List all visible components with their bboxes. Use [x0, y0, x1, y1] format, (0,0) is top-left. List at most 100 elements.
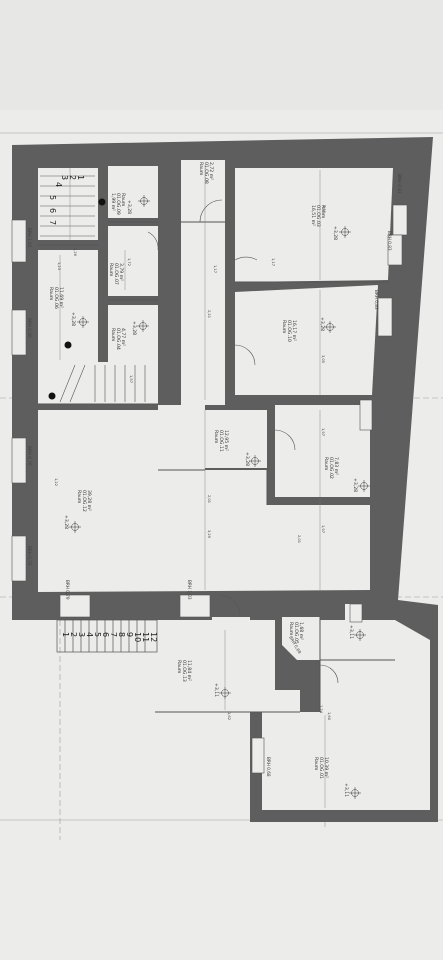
svg-text:11,69 m²: 11,69 m² [58, 287, 64, 308]
room-01og02-level: +3,28 [352, 478, 358, 492]
floor-01og08 [181, 160, 225, 222]
svg-text:01.OG.13: 01.OG.13 [181, 660, 187, 682]
door-swings [147, 199, 339, 684]
brh-label: BRH 1,03 [187, 580, 192, 600]
svg-text:11: 11 [141, 632, 150, 642]
floor-01og09 [108, 166, 158, 218]
svg-text:Raum: Raum [323, 457, 329, 471]
svg-text:01.OG.01: 01.OG.01 [318, 757, 324, 779]
svg-text:01.OG.07: 01.OG.07 [113, 263, 119, 285]
room-01og08-label: 2,72 m² 01.OG.08 Raum [198, 162, 214, 184]
svg-text:1: 1 [61, 632, 70, 637]
svg-text:Raum: Raum [120, 193, 126, 207]
room-01og12-level: +3,28 [63, 515, 69, 529]
level-markers [69, 195, 370, 799]
dimension-labels: 1,26 1,23 3,06 1,17 1,17 2,21 1,72 1,57 … [54, 205, 331, 721]
svg-text:01.OG.08: 01.OG.08 [203, 162, 209, 184]
stair-treads-upper [40, 175, 95, 237]
svg-text:11,84 m²: 11,84 m² [186, 660, 192, 681]
windows [11, 204, 408, 774]
svg-text:3,06: 3,06 [322, 205, 326, 214]
svg-text:4: 4 [85, 632, 94, 637]
svg-text:1,62: 1,62 [227, 712, 231, 720]
svg-text:1,23: 1,23 [57, 262, 61, 270]
floor-01og07 [108, 226, 158, 296]
exterior-stair [56, 619, 158, 653]
svg-text:1,60: 1,60 [327, 712, 331, 721]
svg-text:1,72: 1,72 [127, 258, 131, 266]
room-01og09-level: +3,28 [126, 200, 132, 214]
room-01og09-label: Raum 01.OG.09 1,99 m² [110, 193, 126, 215]
svg-text:01.OG.11: 01.OG.11 [218, 430, 224, 452]
svg-text:01.OG.04: 01.OG.04 [115, 328, 121, 350]
svg-text:Raum: Raum [281, 320, 287, 334]
floor-corridor-lower [158, 405, 205, 470]
svg-text:01.OG.12: 01.OG.12 [81, 490, 87, 512]
brh-label: BRH 0,83 [374, 290, 379, 310]
svg-text:16,51 m²: 16,51 m² [310, 205, 316, 226]
room-01og13-level: +3,11 [213, 683, 219, 697]
svg-text:12,95 m²: 12,95 m² [223, 430, 229, 451]
svg-text:Raum: Raum [110, 328, 116, 342]
brh-label: BRH 0,68 [266, 757, 271, 777]
svg-text:4: 4 [54, 182, 63, 187]
room-01og01-level: +3,11 [343, 783, 349, 797]
room-01og05-level: +3,11 [348, 625, 354, 639]
svg-text:2,01: 2,01 [297, 535, 301, 543]
svg-text:2,01: 2,01 [207, 495, 211, 503]
room-01og13-label: 11,84 m² 01.OG.13 Raum [176, 660, 192, 682]
stair-numbers-lower: 12 11 10 9 8 7 6 5 4 3 2 1 [61, 632, 158, 642]
svg-text:2,72 m²: 2,72 m² [208, 162, 214, 180]
svg-text:2: 2 [68, 175, 77, 180]
svg-text:Raum: Raum [108, 263, 114, 277]
room-01og04-level: +3,28 [131, 321, 137, 335]
svg-text:01.OG.05: 01.OG.05 [293, 622, 299, 644]
svg-text:Raum: Raum [176, 660, 182, 674]
brh-label: BRH 0,76 [27, 546, 32, 566]
svg-text:1,17: 1,17 [271, 258, 275, 266]
marker-dot [98, 198, 106, 206]
svg-text:10: 10 [133, 632, 142, 642]
partition-lines [38, 221, 395, 713]
stair-numbers-upper: 1 2 3 4 5 6 7 [48, 175, 85, 225]
room-01og03-label: Raum 01.OG.03 16,51 m² [310, 205, 326, 227]
room-01og10-label: 16,17 m² 01.OG.10 Raum [281, 320, 297, 342]
room-01og03-level: +3,28 [332, 226, 338, 240]
svg-text:3,79 m²: 3,79 m² [118, 263, 124, 281]
svg-text:3: 3 [60, 175, 69, 180]
svg-text:2: 2 [69, 632, 78, 637]
svg-text:6: 6 [101, 632, 110, 637]
svg-text:8: 8 [117, 632, 126, 637]
svg-text:5: 5 [93, 632, 102, 637]
room-01og02-label: 7,83 m² 01.OG.02 Raum [323, 457, 339, 479]
room-01og06-label: 11,69 m² 01.OG.06 Raum [48, 287, 64, 309]
svg-text:1,22: 1,22 [54, 478, 58, 486]
svg-text:10,39 m²: 10,39 m² [323, 757, 329, 778]
room-01og01-label: 10,39 m² 01.OG.01 Raum [313, 757, 329, 779]
svg-text:01.OG.06: 01.OG.06 [53, 287, 59, 309]
svg-text:12: 12 [149, 632, 158, 642]
floor-stair-upper [38, 168, 98, 240]
svg-text:01.OG.10: 01.OG.10 [286, 320, 292, 342]
svg-text:4,77 m²: 4,77 m² [120, 328, 126, 346]
svg-text:5: 5 [48, 195, 57, 200]
svg-text:Raum: Raum [213, 430, 219, 444]
svg-text:1,97: 1,97 [321, 428, 325, 436]
svg-text:1,24: 1,24 [319, 705, 323, 714]
floor-01og02 [275, 405, 370, 497]
svg-text:6: 6 [48, 208, 57, 213]
room-labels: Raum 01.OG.09 1,99 m² +3,28 2,72 m² 01.O… [48, 162, 358, 797]
dimension-lines [59, 165, 326, 808]
svg-text:1,99 m²: 1,99 m² [110, 193, 116, 211]
svg-text:Raum: Raum [288, 622, 294, 636]
floor-01og04 [108, 305, 158, 370]
room-01og10-level: +3,28 [319, 317, 325, 331]
svg-text:1,17: 1,17 [213, 265, 217, 273]
marker-dot [48, 392, 56, 400]
svg-text:01.OG.03: 01.OG.03 [315, 205, 321, 227]
svg-text:1,57: 1,57 [129, 375, 133, 383]
brh-label: BRH 0,83 [387, 231, 392, 251]
svg-text:01.OG.02: 01.OG.02 [328, 457, 334, 479]
svg-text:7,83 m²: 7,83 m² [333, 457, 339, 475]
